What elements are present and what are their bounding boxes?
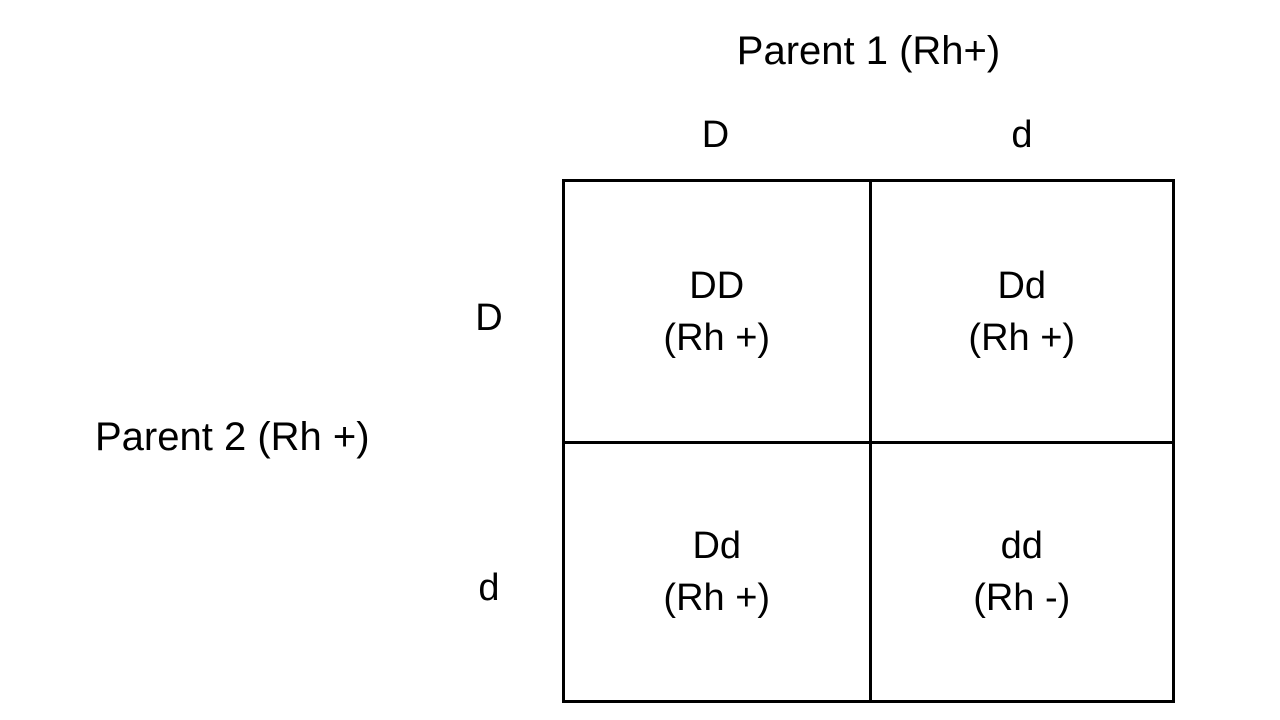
cell-genotype: Dd [692, 525, 742, 567]
cell-phenotype: (Rh +) [663, 316, 771, 359]
row-header-allele-0: D [475, 297, 503, 339]
cell-genotype: dd [1000, 525, 1043, 567]
parent-1-label: Parent 1 (Rh+) [736, 29, 1001, 73]
punnett-cell-row1-col0: Dd (Rh +) [565, 441, 869, 700]
cell-phenotype: (Rh +) [968, 316, 1076, 359]
cell-phenotype: (Rh +) [663, 577, 771, 619]
cell-genotype: DD [689, 264, 745, 307]
punnett-cell-row0-col1: Dd (Rh +) [868, 182, 1172, 441]
punnett-grid: DD (Rh +) Dd (Rh +) Dd (Rh +) dd (Rh -) [562, 179, 1175, 703]
column-header-allele-1: d [1011, 114, 1033, 156]
punnett-cell-row1-col1: dd (Rh -) [868, 441, 1172, 700]
row-header-allele-1: d [478, 567, 500, 609]
parent-2-label: Parent 2 (Rh +) [95, 415, 370, 459]
cell-genotype: Dd [997, 264, 1047, 307]
punnett-cell-row0-col0: DD (Rh +) [565, 182, 869, 441]
column-header-allele-0: D [701, 114, 730, 156]
cell-phenotype: (Rh -) [973, 577, 1071, 619]
